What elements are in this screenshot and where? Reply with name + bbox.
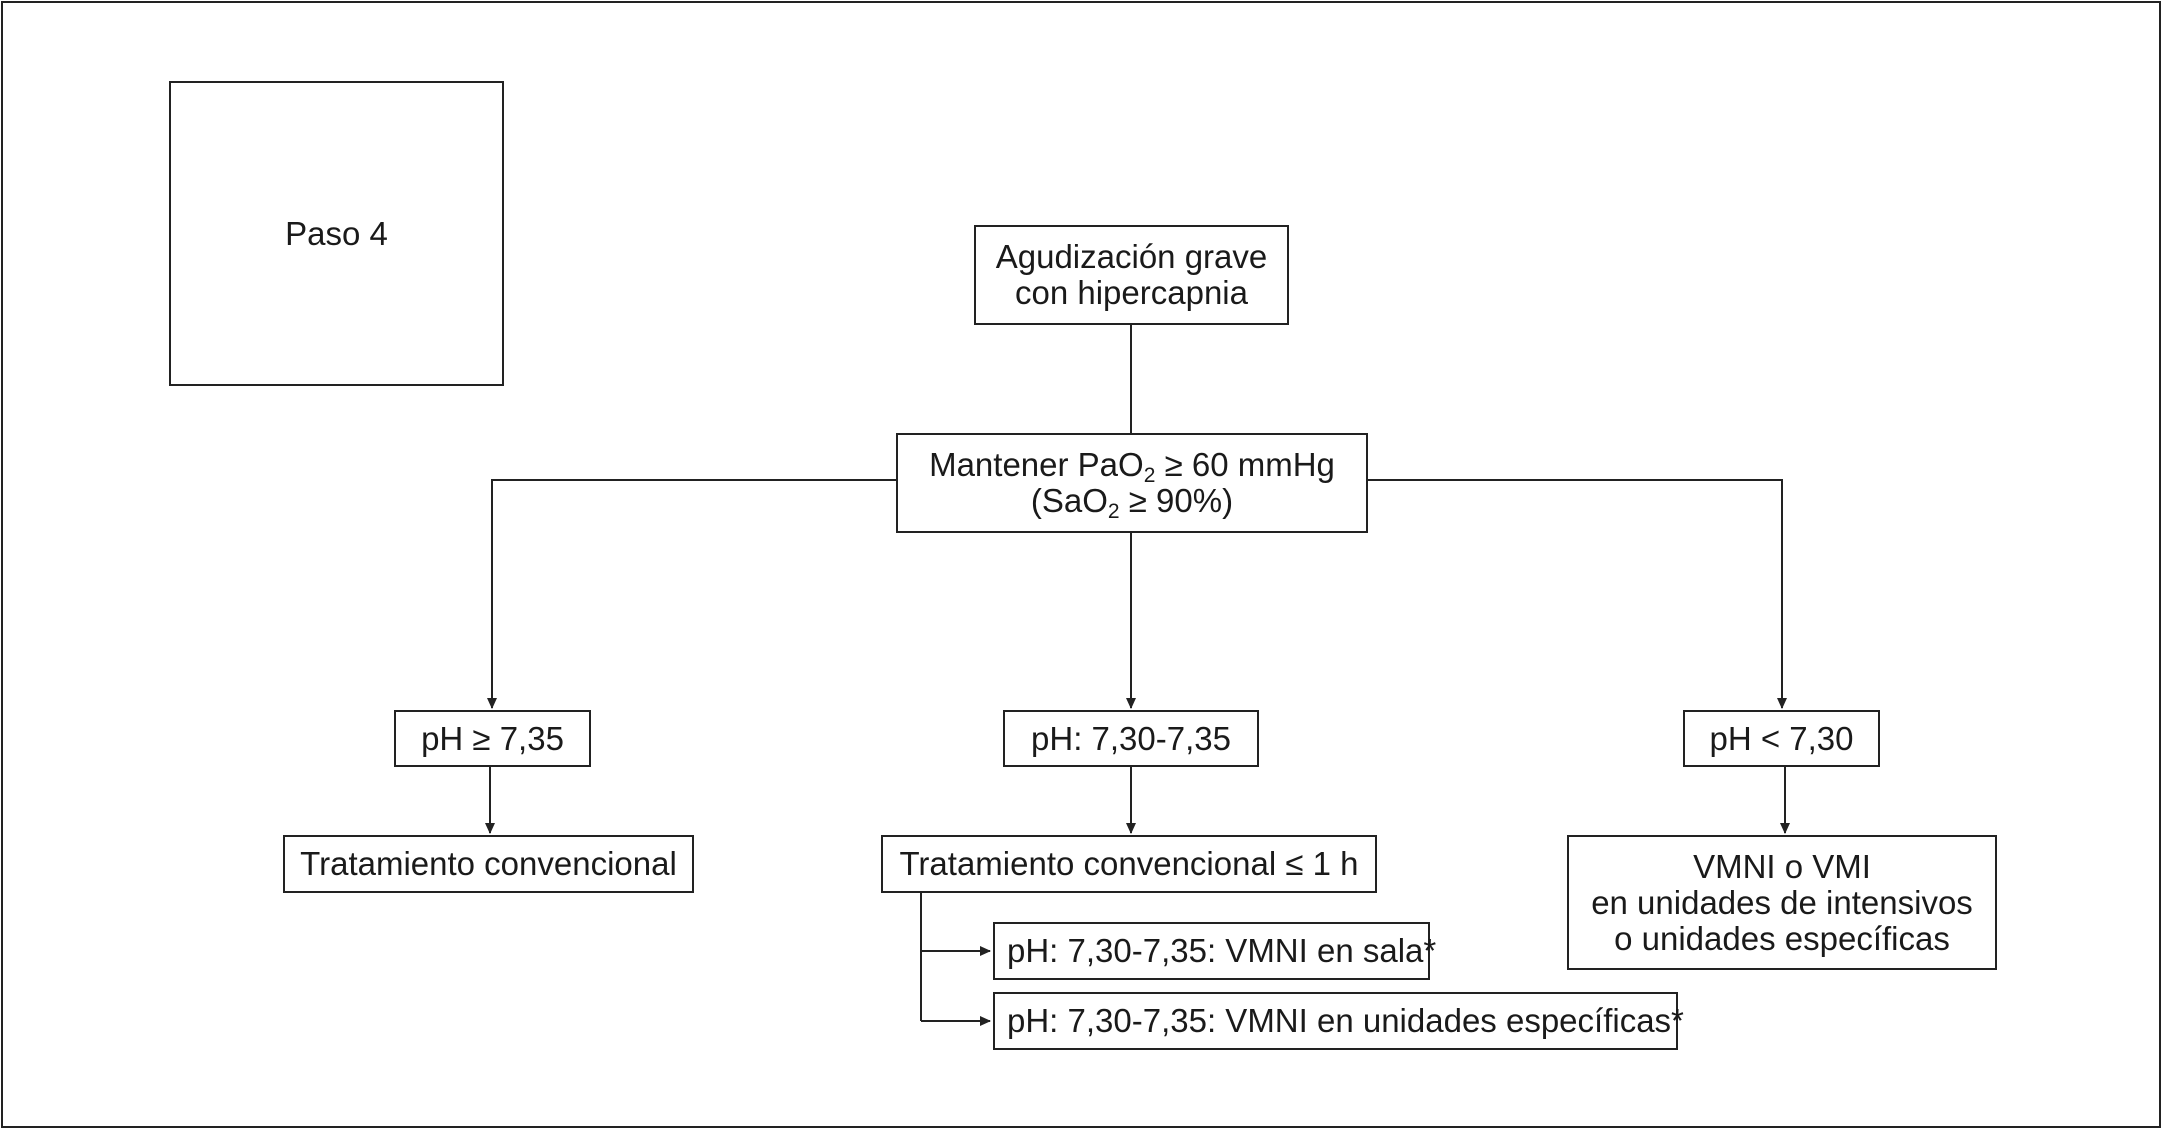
left-condition-label: pH ≥ 7,35 [421,719,564,757]
middle-action-node: Tratamiento convencional ≤ 1 h [881,835,1377,893]
left-condition-node: pH ≥ 7,35 [394,710,591,767]
middle-condition-label: pH: 7,30-7,35 [1031,719,1231,757]
middle-sub-action-2-label: pH: 7,30-7,35: VMNI en unidades específi… [1007,1002,1684,1039]
middle-action-label: Tratamiento convencional ≤ 1 h [899,845,1359,882]
right-action-line-2: en unidades de intensivos [1591,883,1973,921]
target-node: Mantener PaO2 ≥ 60 mmHg (SaO2 ≥ 90%) [896,433,1368,533]
middle-sub-action-1-label: pH: 7,30-7,35: VMNI en sala* [1007,932,1437,969]
connector-target-to-right [1367,479,1787,709]
start-node: Agudización grave con hipercapnia [974,225,1289,325]
target-line-1: Mantener PaO2 ≥ 60 mmHg [929,446,1335,487]
right-condition-label: pH < 7,30 [1709,719,1854,757]
right-action-line-1: VMNI o VMI [1693,847,1871,885]
start-line-2: con hipercapnia [1014,274,1248,311]
middle-condition-node: pH: 7,30-7,35 [1003,710,1259,767]
connector-target-to-left [487,479,896,709]
start-line-1: Agudización grave [995,238,1268,275]
target-line-2: (SaO2 ≥ 90%) [1030,482,1234,523]
middle-sub-action-1-node: pH: 7,30-7,35: VMNI en sala* [993,922,1436,980]
right-action-node: VMNI o VMI en unidades de intensivos o u… [1567,835,1997,970]
right-action-line-3: o unidades específicas [1614,919,1950,957]
step-label-box: Paso 4 [169,81,504,386]
left-action-node: Tratamiento convencional [283,835,694,893]
left-action-label: Tratamiento convencional [300,845,677,882]
step-label: Paso 4 [285,214,388,252]
middle-sub-action-2-node: pH: 7,30-7,35: VMNI en unidades específi… [993,992,1684,1050]
right-condition-node: pH < 7,30 [1683,710,1880,767]
